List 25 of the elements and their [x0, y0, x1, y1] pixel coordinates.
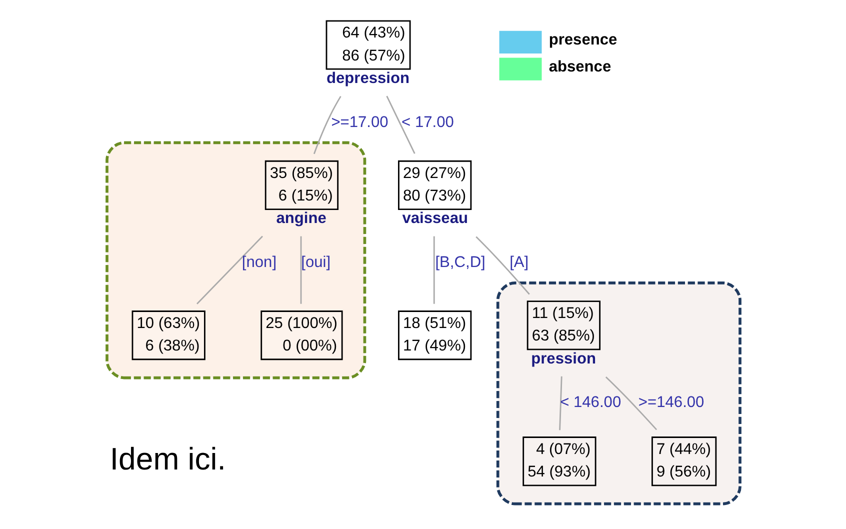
connector [300, 236, 302, 304]
connector [475, 236, 530, 295]
node-label: angine [276, 210, 326, 228]
legend-label: presence [548, 32, 617, 49]
cluster [105, 141, 366, 380]
node-label: depression [326, 70, 410, 87]
cluster [496, 282, 741, 506]
connector [196, 236, 262, 304]
legend-label: absence [548, 58, 611, 76]
label: Idem ici. [109, 441, 226, 476]
edge-label: [B,C,D] [434, 254, 485, 272]
connector [432, 236, 434, 304]
edge-label: >=17.00 [330, 114, 388, 131]
connector [386, 96, 415, 154]
node-label: pression [530, 350, 596, 368]
node-label: vaisseau [402, 210, 468, 228]
edge-label: < 17.00 [401, 114, 454, 131]
connector [558, 376, 562, 430]
edge-label: [A] [509, 254, 528, 272]
connector [312, 96, 341, 154]
edge-label: [oui] [300, 254, 330, 272]
connector [604, 376, 657, 430]
edge-label: [non] [241, 254, 276, 272]
edge-label: >=146.00 [638, 394, 704, 412]
edge-label: < 146.00 [560, 394, 621, 412]
